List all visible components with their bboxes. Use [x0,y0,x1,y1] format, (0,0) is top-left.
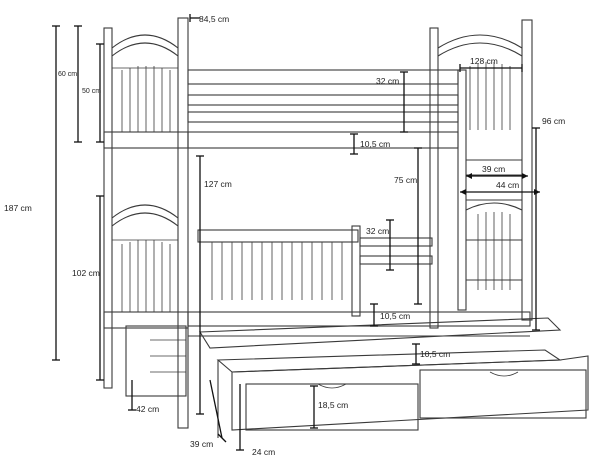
label-50: 50 cm [82,88,101,95]
dimension-labels: 84,5 cm 187 cm 60 cm 50 cm 102 cm 127 cm… [4,14,565,457]
label-44-ladder: 44 cm [496,180,519,190]
label-24: 24 cm [252,447,275,457]
label-18-5: 18,5 cm [318,400,348,410]
label-32-lower: 32 cm [366,226,389,236]
label-10-5-top: 10,5 cm [360,139,390,149]
drawers [245,369,587,431]
label-96: 96 cm [542,116,565,126]
dimension-lines [52,14,540,451]
label-60: 60 cm [58,71,77,78]
left-lower-slats [121,240,171,312]
right-upper-slats [469,62,511,130]
label-39-ladder: 39 cm [482,164,505,174]
left-upper-slats [121,66,171,132]
label-10-5-low: 10,5 cm [420,349,450,359]
label-75: 75 cm [394,175,417,185]
label-102: 102 cm [72,268,100,278]
label-10-5-mid: 10,5 cm [380,311,410,321]
label-32-upper: 32 cm [376,76,399,86]
bed-drawing [103,17,589,438]
label-127: 127 cm [204,179,232,189]
label-39-base: 39 cm [190,439,213,449]
label-187: 187 cm [4,203,32,213]
label-128: 128 cm [470,56,498,66]
label-84-5: 84,5 cm [199,14,229,24]
lower-guard-slats [211,242,343,300]
right-lower-slats [477,212,511,290]
trundle [199,317,589,438]
label-42: 42 cm [136,404,159,414]
ladder [457,69,522,311]
